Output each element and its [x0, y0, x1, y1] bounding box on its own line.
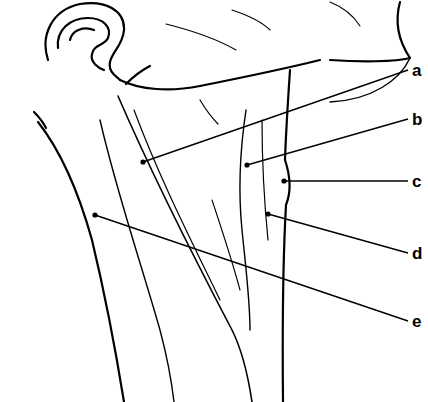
callout-letter: e [412, 313, 421, 330]
callout-letter: c [412, 173, 421, 190]
callout-letter: a [412, 62, 421, 79]
callout-letter: b [412, 111, 422, 128]
callout-letter: d [412, 245, 422, 262]
